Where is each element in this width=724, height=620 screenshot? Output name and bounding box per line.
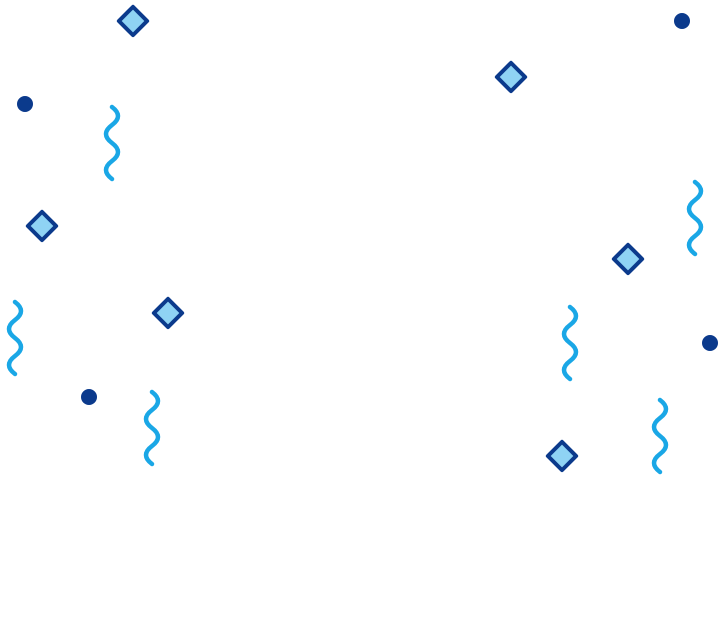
diamond-icon: [611, 242, 645, 276]
dot-icon: [17, 96, 33, 112]
diamond-icon: [494, 60, 528, 94]
squiggle-icon: [106, 107, 118, 179]
dot-icon: [674, 13, 690, 29]
diamond-icon: [116, 4, 150, 38]
diamond-icon: [545, 439, 579, 473]
diamond-icon: [25, 209, 59, 243]
squiggle-icon: [564, 307, 576, 379]
squiggle-icon: [146, 392, 158, 464]
dot-icon: [702, 335, 718, 351]
squiggle-icon: [9, 302, 21, 374]
dot-icon: [81, 389, 97, 405]
squiggle-icon: [689, 182, 701, 254]
diamond-icon: [151, 296, 185, 330]
squiggle-icon: [654, 400, 666, 472]
